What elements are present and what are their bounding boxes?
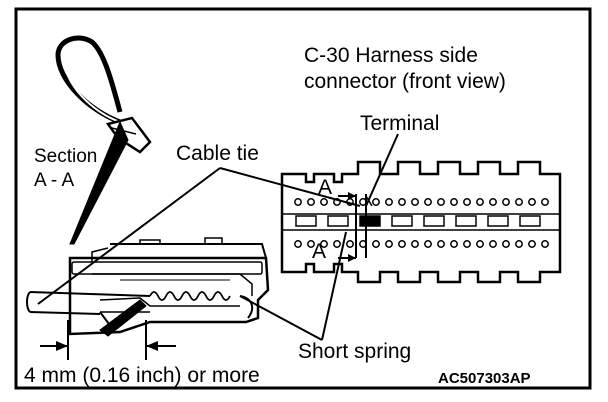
terminal-hole — [450, 240, 458, 248]
short-spring-label: Short spring — [298, 340, 411, 363]
terminal-hole — [320, 198, 328, 206]
connector-title-line1: C-30 Harness side — [304, 44, 478, 67]
terminal-hole — [398, 240, 406, 248]
terminal-hole — [489, 198, 497, 206]
terminal-slot — [359, 215, 381, 227]
terminal-slot — [455, 215, 477, 227]
terminal-hole — [437, 240, 445, 248]
section-label-line1: Section — [34, 146, 97, 167]
section-marker-top: A — [318, 176, 332, 199]
terminal-hole — [424, 240, 432, 248]
terminal-hole — [294, 240, 302, 248]
terminal-hole — [398, 198, 406, 206]
terminal-hole — [502, 198, 510, 206]
terminal-hole — [320, 240, 328, 248]
terminal-slot — [327, 215, 349, 227]
terminal-hole — [294, 198, 302, 206]
terminal-slot — [487, 215, 509, 227]
terminal-cavities — [294, 198, 549, 248]
figure-code: AC507303AP — [438, 370, 531, 387]
terminal-hole — [528, 240, 536, 248]
connector-front-view — [280, 160, 562, 284]
dimension-arrow-left — [56, 341, 68, 351]
terminal-hole — [515, 198, 523, 206]
terminal-hole — [450, 198, 458, 206]
terminal-slot — [423, 215, 445, 227]
terminal-hole — [476, 198, 484, 206]
terminal-hole — [424, 198, 432, 206]
terminal-hole — [463, 240, 471, 248]
cable-tie-leader-left — [37, 167, 221, 305]
short-spring-leader — [321, 231, 347, 341]
terminal-hole — [437, 198, 445, 206]
terminal-leader — [365, 133, 399, 207]
terminal-hole — [502, 240, 510, 248]
cable-tie-label: Cable tie — [176, 142, 259, 165]
terminal-hole — [476, 240, 484, 248]
terminal-label: Terminal — [360, 112, 439, 135]
arrow-head-bottom — [348, 254, 356, 262]
terminal-hole — [385, 198, 393, 206]
terminal-hole — [411, 240, 419, 248]
section-label-line2: A - A — [34, 170, 74, 191]
diagram-frame — [14, 7, 592, 390]
terminal-hole — [372, 198, 380, 206]
terminal-slot — [391, 215, 413, 227]
connector-title-line2: connector (front view) — [304, 70, 506, 93]
terminal-slot — [519, 215, 541, 227]
terminal-hole — [463, 198, 471, 206]
dimension-label: 4 mm (0.16 inch) or more — [24, 364, 260, 387]
terminal-hole — [528, 198, 536, 206]
dimension-arrow-right — [146, 341, 158, 351]
terminal-hole — [541, 198, 549, 206]
terminal-hole — [515, 240, 523, 248]
terminal-hole — [372, 240, 380, 248]
cable-tie-leader-right — [219, 167, 361, 207]
terminal-hole — [307, 198, 315, 206]
terminal-hole — [333, 240, 341, 248]
terminal-hole — [541, 240, 549, 248]
terminal-hole — [307, 240, 315, 248]
arrow-head-top — [348, 192, 356, 200]
terminal-hole — [411, 198, 419, 206]
terminal-slot — [295, 215, 317, 227]
cable-tie-loop-illustration — [55, 35, 152, 245]
terminal-hole — [346, 240, 354, 248]
terminal-hole — [385, 240, 393, 248]
section-marker-bottom: A — [312, 240, 326, 263]
connector-side-view — [26, 237, 270, 337]
terminal-hole — [489, 240, 497, 248]
